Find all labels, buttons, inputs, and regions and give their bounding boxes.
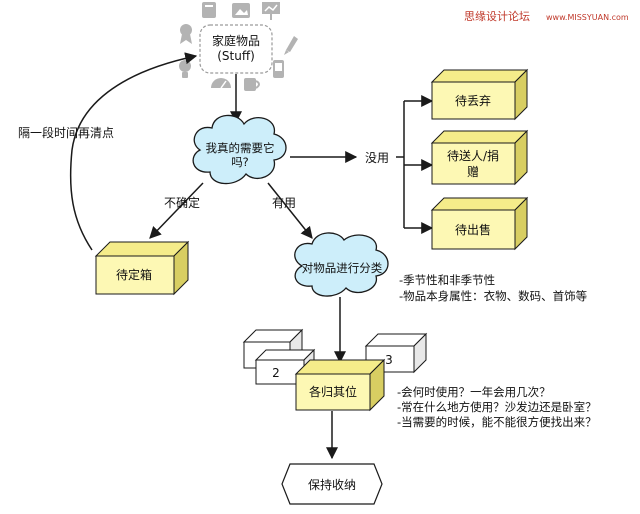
edge-unsure-label: 不确定 [164,195,200,210]
place-note-1: -会何时使用？一年会用几次？ [397,385,551,399]
arrow-recheck-loop [69,52,198,251]
stuff-sublabel: (Stuff) [217,49,255,63]
classify-label: 对物品进行分类 [302,261,383,275]
storage-label: 保持收纳 [308,477,356,492]
place-note-2: -常在什么地方使用？沙发边还是卧室？ [397,400,597,414]
stack-box-2-label: 2 [272,366,280,380]
edge-recheck-label: 隔一段时间再清点 [18,125,114,140]
box-trash: 待丢弃 [430,68,529,121]
box-pending-label: 待定箱 [116,267,152,282]
box-gift-sublabel: 赠 [467,165,479,179]
watermark-cn: 思缘设计论坛 [464,9,530,23]
classify-note-2: -物品本身属性：衣物、数码、首饰等 [399,289,587,303]
stuff-node: 家庭物品 (Stuff) [199,24,273,74]
mug-icon [244,78,260,91]
classify-cloud: 对物品进行分类 [294,232,389,297]
box-sell-label: 待出售 [455,222,491,237]
edge-useless-label: 没用 [365,150,389,165]
question-sublabel: 吗? [231,155,249,169]
arrow-question-to-pending [149,182,204,239]
gauge-icon [211,78,231,89]
place-note-3: -当需要的时候，能不能很方便找出来？ [397,415,597,429]
box-sell: 待出售 [430,196,529,251]
box-place: 各归其位 [294,358,386,412]
question-cloud: 我真的需要它 吗? [192,114,287,185]
presentation-icon [262,2,280,20]
picture-icon [232,3,250,18]
edge-useful-label: 有用 [272,196,296,210]
award-icon [180,24,192,44]
box-trash-label: 待丢弃 [455,93,491,108]
lightbulb-icon [179,60,191,78]
box-pending: 待定箱 [94,240,190,296]
watermark-url: www.MISSYUAN.com [546,13,629,22]
phone-icon [273,60,284,78]
stuff-label: 家庭物品 [212,33,260,48]
book-icon [202,2,216,18]
pen-icon [284,36,298,55]
storage-node: 保持收纳 [281,463,383,505]
discard-bracket [396,95,434,234]
stack-box-3: 3 [364,332,428,374]
arrow-question-to-classify [267,182,313,239]
question-label: 我真的需要它 [206,141,275,155]
box-gift: 待送人/捐 赠 [430,129,529,186]
stack-box-3-label: 3 [385,353,393,367]
classify-note-1: -季节性和非季节性 [399,273,495,287]
box-place-label: 各归其位 [309,384,357,399]
box-gift-label: 待送人/捐 [447,148,499,163]
